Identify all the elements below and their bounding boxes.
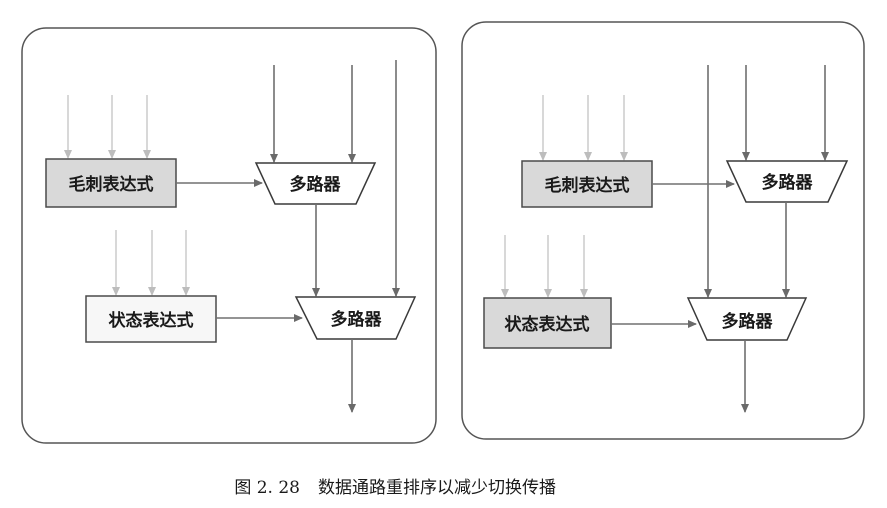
left-bottom-mux-label: 多路器 xyxy=(331,309,383,330)
figure-caption: 图 2. 28 数据通路重排序以减少切换传播 xyxy=(234,478,556,498)
right-panel: 毛刺表达式 多路器 状态表达式 多路器 xyxy=(461,21,865,440)
left-panel-frame xyxy=(21,27,437,444)
left-top-mux xyxy=(254,162,377,205)
right-panel-frame xyxy=(461,21,865,440)
right-bottom-mux xyxy=(686,297,808,341)
left-glitch-expression-box xyxy=(45,158,177,208)
right-bottom-mux-label: 多路器 xyxy=(722,311,774,332)
left-bottom-mux xyxy=(294,296,417,340)
left-panel: 毛刺表达式 多路器 状态表达式 多路器 xyxy=(21,27,437,444)
right-state-expression-box xyxy=(483,297,612,349)
left-state-expression-box xyxy=(85,295,217,343)
right-top-mux-label: 多路器 xyxy=(762,172,814,193)
left-glitch-expression-label: 毛刺表达式 xyxy=(69,174,154,195)
right-top-mux xyxy=(725,160,849,203)
caption-number: 图 2. 28 xyxy=(234,478,300,498)
left-state-expression-label: 状态表达式 xyxy=(109,310,194,331)
left-top-mux-label: 多路器 xyxy=(290,174,342,195)
right-glitch-expression-label: 毛刺表达式 xyxy=(545,175,630,196)
right-state-expression-label: 状态表达式 xyxy=(505,314,590,335)
caption-text: 数据通路重排序以减少切换传播 xyxy=(318,478,556,498)
